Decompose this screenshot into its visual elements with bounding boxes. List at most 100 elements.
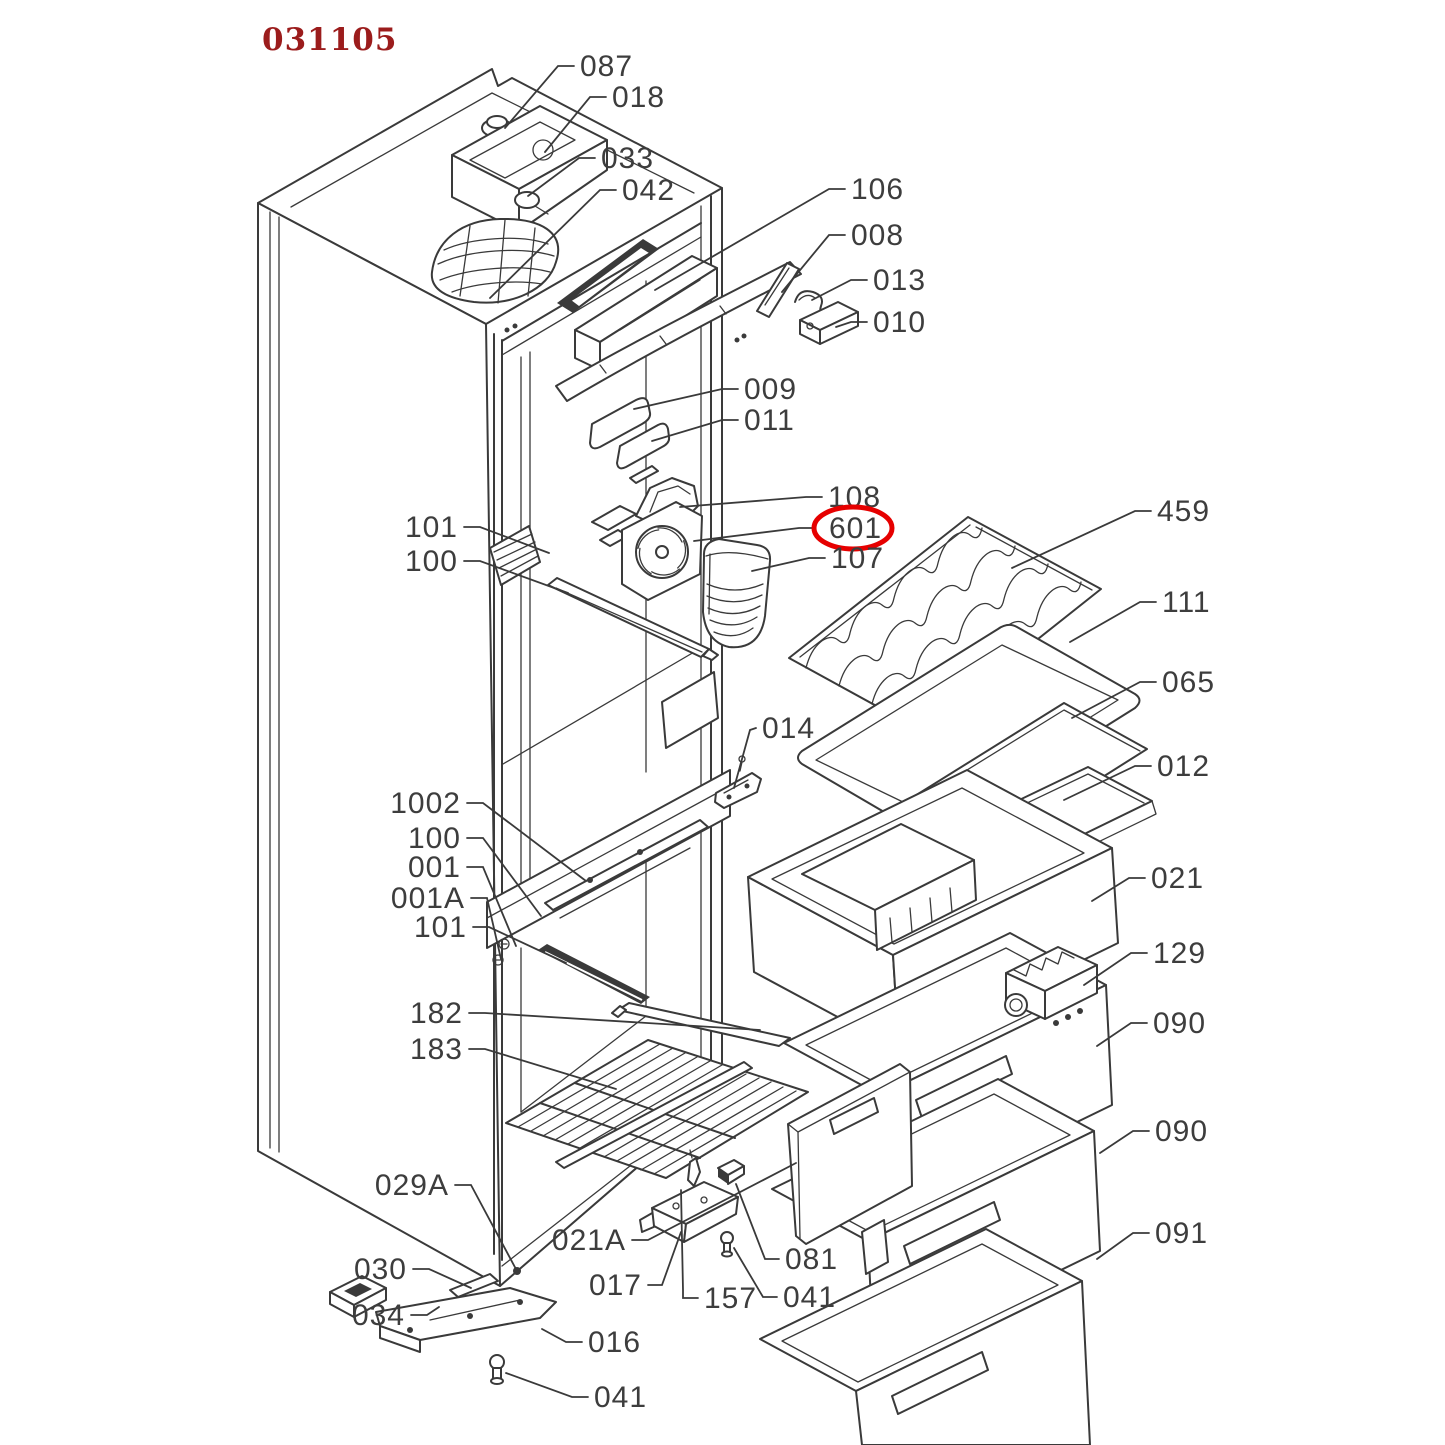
part-label-029A: 029A (375, 1169, 449, 1202)
part-label-111: 111 (1162, 586, 1211, 619)
part-callout-107: 107 (751, 542, 883, 575)
leader-line-009 (633, 388, 739, 410)
part-callout-106: 106 (654, 173, 904, 291)
part-callout-010: 010 (835, 306, 925, 339)
part-callout-090b: 090 (1099, 1115, 1208, 1154)
part-callout-111: 111 (1069, 586, 1211, 643)
leader-line-001 (466, 866, 517, 947)
leader-line-016 (541, 1328, 583, 1343)
part-callout-041m: 041 (733, 1247, 836, 1314)
leader-end-dot-029A (513, 1267, 521, 1275)
leader-line-601 (693, 527, 813, 542)
part-callout-014: 014 (733, 712, 814, 789)
leader-line-090b (1099, 1130, 1150, 1154)
leader-line-017 (647, 1231, 682, 1286)
leader-line-021A (631, 1162, 797, 1241)
part-label-001A: 001A (391, 882, 465, 915)
leader-line-157 (680, 1189, 699, 1299)
leader-line-034 (410, 1306, 440, 1316)
part-callout-101b: 101 (414, 911, 567, 964)
part-label-090a: 090 (1153, 1007, 1206, 1040)
upper-rail-drawing (489, 525, 719, 661)
part-label-101a: 101 (405, 511, 458, 544)
part-label-065: 065 (1162, 666, 1215, 699)
part-callout-001A: 001A (391, 882, 502, 960)
part-callout-100a: 100 (405, 545, 569, 594)
part-callout-016: 016 (541, 1326, 640, 1359)
leader-line-100a (463, 560, 569, 594)
part-label-012: 012 (1157, 750, 1210, 783)
part-callout-033: 033 (527, 142, 653, 197)
part-label-601: 601 (829, 512, 882, 545)
switch-clip-drawing (329, 1275, 387, 1318)
part-callout-129: 129 (1083, 937, 1206, 986)
part-label-008: 008 (851, 219, 904, 252)
part-label-101b: 101 (414, 911, 467, 944)
part-callout-013: 013 (811, 264, 926, 301)
freezer-drawer-3-drawing (759, 1228, 1091, 1445)
part-callout-601: 601 (693, 504, 895, 552)
part-callout-029A: 029A (375, 1169, 521, 1275)
leader-line-182 (468, 1012, 761, 1031)
leader-line-011 (651, 419, 739, 442)
leader-line-021 (1091, 877, 1146, 902)
part-label-129: 129 (1153, 937, 1206, 970)
screw-bottom-drawing (489, 1354, 505, 1385)
part-label-087: 087 (580, 50, 633, 83)
part-label-013: 013 (873, 264, 926, 297)
foot-bracket-drawing (375, 1287, 557, 1353)
leader-line-041b (505, 1372, 589, 1398)
part-callout-459: 459 (1011, 495, 1210, 569)
leader-line-100b (466, 837, 542, 917)
part-label-081: 081 (785, 1243, 838, 1276)
end-cap-drawing (799, 301, 859, 345)
part-label-106: 106 (851, 173, 904, 206)
part-label-041m: 041 (783, 1281, 836, 1314)
part-callout-034: 034 (352, 1299, 440, 1332)
leader-line-001A (470, 897, 502, 960)
part-callout-091: 091 (1096, 1217, 1208, 1260)
part-label-018: 018 (612, 81, 665, 114)
part-label-001: 001 (408, 851, 461, 884)
leader-line-065 (1071, 681, 1157, 719)
part-callout-087: 087 (504, 50, 633, 129)
leader-line-129 (1083, 952, 1148, 986)
plinth-strip-drawing (449, 1273, 499, 1298)
part-label-090b: 090 (1155, 1115, 1208, 1148)
thermostat-plates-drawing (589, 397, 671, 484)
highlight-circle-601 (811, 504, 895, 552)
part-label-091: 091 (1155, 1217, 1208, 1250)
part-label-459: 459 (1157, 495, 1210, 528)
part-callout-011: 011 (651, 404, 795, 442)
part-callout-157: 157 (680, 1189, 757, 1315)
leader-line-1002 (466, 802, 587, 882)
part-callout-101a: 101 (405, 511, 550, 554)
part-callout-009: 009 (633, 373, 796, 410)
part-label-157: 157 (704, 1282, 757, 1315)
part-callout-183: 183 (410, 1033, 617, 1090)
pocket-cover-drawing (702, 538, 772, 649)
part-callout-017: 017 (589, 1231, 682, 1302)
leader-line-013 (811, 279, 868, 301)
control-box-drawing (1004, 946, 1098, 1026)
leader-line-012 (1063, 765, 1152, 801)
leader-line-029A (454, 1184, 518, 1272)
part-callout-090a: 090 (1096, 1007, 1206, 1047)
leader-line-183 (468, 1048, 617, 1090)
leader-line-101a (463, 526, 550, 554)
part-label-030: 030 (354, 1253, 407, 1286)
leader-line-107 (751, 557, 826, 572)
leader-line-090a (1096, 1022, 1148, 1047)
part-callout-182: 182 (410, 997, 761, 1031)
part-label-011: 011 (744, 404, 795, 437)
leader-line-030 (412, 1268, 472, 1289)
part-label-041b: 041 (594, 1381, 647, 1414)
leader-line-087 (504, 65, 575, 129)
leader-line-101b (472, 926, 567, 964)
diagram-code: 031105 (262, 22, 397, 58)
part-label-182: 182 (410, 997, 463, 1030)
condenser-shelf-drawing (505, 1039, 809, 1179)
leader-line-033 (527, 157, 596, 197)
part-callout-042: 042 (489, 174, 674, 299)
